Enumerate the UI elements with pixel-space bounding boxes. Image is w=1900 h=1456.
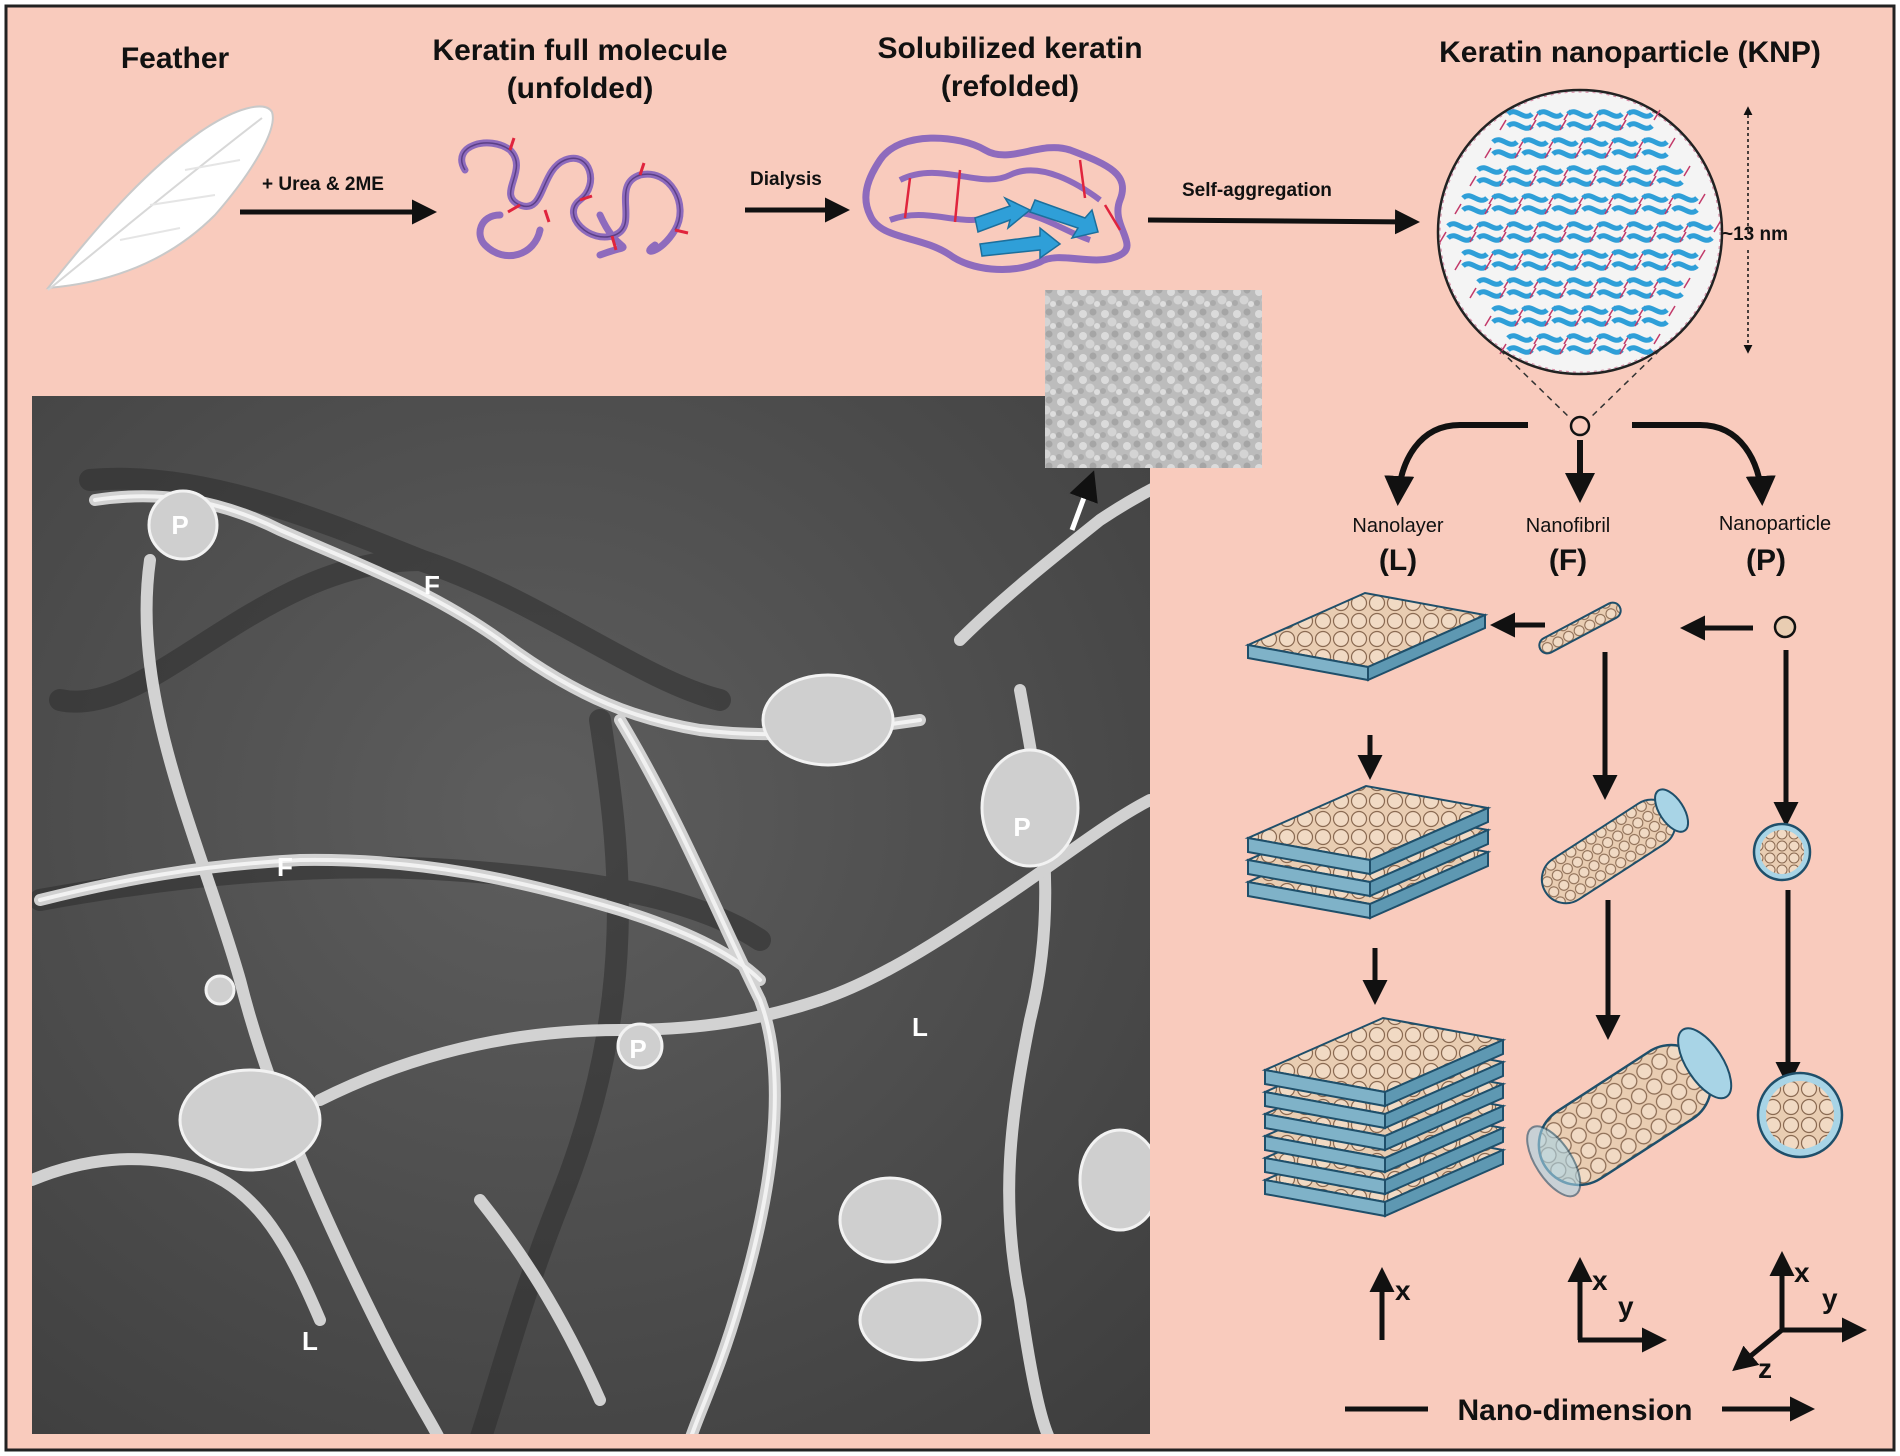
nanofibril-large [1526,1027,1733,1198]
stage-title-refolded-line1: Solubilized keratin [877,32,1142,65]
knp-beta-motif [1649,277,1691,299]
knp-beta-motif [1634,137,1676,159]
zoom-line-left [1499,349,1571,419]
knp-beta-motif [1679,221,1721,243]
sem-label: P [629,1034,646,1064]
knp-beta-motif [1664,193,1706,215]
step-label-urea: + Urea & 2ME [262,174,384,195]
sem-label: F [424,570,440,600]
stage-title-feather: Feather [121,42,230,75]
knp-beta-motif [1514,249,1556,271]
nanolayer-stack-six [1261,1016,1507,1218]
sem-label: P [1013,812,1030,842]
knp-beta-motif [1514,305,1556,327]
particle-axis-diagonal [1732,1328,1784,1372]
sem-labels: P F F P P L L [171,510,1030,1356]
nanoparticle-large [1756,1071,1844,1159]
knp-beta-motif [1499,277,1541,299]
zoom-line-right [1589,349,1661,419]
knp-beta-motif [1559,333,1601,355]
stage-title-knp: Keratin nanoparticle (KNP) [1439,36,1821,69]
knp-beta-motif [1559,165,1601,187]
nano-dimension-label: Nano-dimension [1457,1394,1692,1427]
knp-beta-motif [1574,137,1616,159]
nanolayer-sheet [1261,1016,1507,1108]
branch-code-particle: (P) [1746,544,1786,577]
knp-beta-motif [1499,221,1541,243]
knp-beta-motif [1619,333,1661,355]
knp-unit-circle [1569,415,1591,437]
knp-beta-motif [1439,221,1481,243]
knp-beta-motif [1664,249,1706,271]
knp-beta-motif [1634,305,1676,327]
step-label-dialysis: Dialysis [750,169,822,190]
particle-axis-x-label: x [1794,1257,1810,1288]
layer-axis-x-label: x [1395,1275,1411,1306]
knp-beta-motif [1529,333,1571,355]
feather-icon [45,105,274,291]
branch-code-layer: (L) [1379,544,1417,577]
stage-title-unfolded-line2: (unfolded) [507,72,654,105]
sem-micrograph [32,396,1150,1434]
knp-sphere [1436,88,1724,376]
knp-beta-motif [1619,165,1661,187]
knp-beta-motif [1574,193,1616,215]
branch-arrow-left [1384,422,1528,506]
knp-beta-motif [1484,305,1526,327]
sem-label: L [302,1326,318,1356]
step-label-aggregation: Self-aggregation [1182,180,1332,201]
knp-beta-motif [1619,109,1661,131]
nanoparticle-medium [1752,822,1812,882]
knp-beta-motif [1604,137,1646,159]
knp-beta-motif [1499,109,1541,131]
knp-beta-motif [1529,109,1571,131]
unfolded-keratin-icon [458,137,689,260]
aggregation-arrow [1147,209,1420,235]
tem-inset [1045,290,1262,468]
knp-beta-motif [1499,165,1541,187]
nanofibril-single [1538,601,1622,655]
knp-beta-motif [1634,193,1676,215]
branch-arrow-right [1632,422,1776,506]
size-label: ~13 nm [1722,224,1788,245]
knp-beta-motif [1544,249,1586,271]
particle-axis-z-label: z [1758,1353,1772,1384]
sem-label: P [171,510,188,540]
stage-title-refolded-line2: (refolded) [941,70,1079,103]
sem-label: F [277,852,293,882]
knp-beta-motif [1589,165,1631,187]
stage-title-unfolded-line1: Keratin full molecule [432,34,727,67]
sem-label: L [912,1012,928,1042]
knp-beta-motif [1544,193,1586,215]
nanoparticle-single [1773,615,1797,639]
branch-name-layer: Nanolayer [1352,515,1444,537]
branch-name-fibril: Nanofibril [1526,515,1610,537]
knp-beta-motif [1649,165,1691,187]
knp-beta-motif [1634,249,1676,271]
particle-axis-y-label: y [1822,1283,1838,1314]
inset-pointer-arrow [1069,470,1098,531]
knp-beta-motif [1544,137,1586,159]
nanolayer-sheet [1244,784,1492,876]
knp-beta-motif [1604,249,1646,271]
knp-beta-motif [1469,277,1511,299]
branch-code-fibril: (F) [1549,544,1587,577]
nanofibril-medium [1540,788,1690,905]
fibril-axis-y-label: y [1618,1291,1634,1322]
refolded-keratin-icon [862,134,1131,273]
knp-beta-motif [1559,277,1601,299]
nanolayer-stack-three [1244,784,1492,920]
fibril-axis-x-label: x [1592,1265,1608,1296]
knp-beta-motif [1649,221,1691,243]
knp-beta-motif [1619,277,1661,299]
nanolayer-single [1244,591,1489,682]
branch-name-particle: Nanoparticle [1719,513,1831,535]
